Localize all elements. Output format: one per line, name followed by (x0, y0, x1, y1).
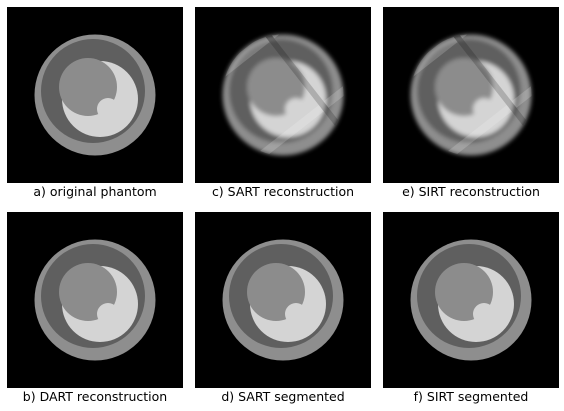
reconstruction-streaks (222, 34, 344, 156)
phantom-panel-f (383, 212, 559, 388)
small-bright-blob (97, 303, 119, 325)
small-bright-blob (473, 98, 495, 120)
small-bright-blob (473, 303, 495, 325)
small-bright-blob (285, 303, 307, 325)
phantom-panel-c (195, 7, 371, 183)
reconstruction-streaks (410, 34, 532, 156)
caption-f: f) SIRT segmented (413, 389, 529, 404)
caption-d: d) SART segmented (221, 389, 345, 404)
phantom-panel-b (7, 212, 183, 388)
caption-a: a) original phantom (33, 184, 157, 199)
caption-e: e) SIRT reconstruction (402, 184, 540, 199)
phantom-panel-d (195, 212, 371, 388)
caption-c: c) SART reconstruction (211, 184, 355, 199)
phantom-panel-a (7, 7, 183, 183)
small-bright-blob (285, 98, 307, 120)
caption-b: b) DART reconstruction (22, 389, 168, 404)
small-bright-blob (97, 98, 119, 120)
phantom-panel-e (383, 7, 559, 183)
